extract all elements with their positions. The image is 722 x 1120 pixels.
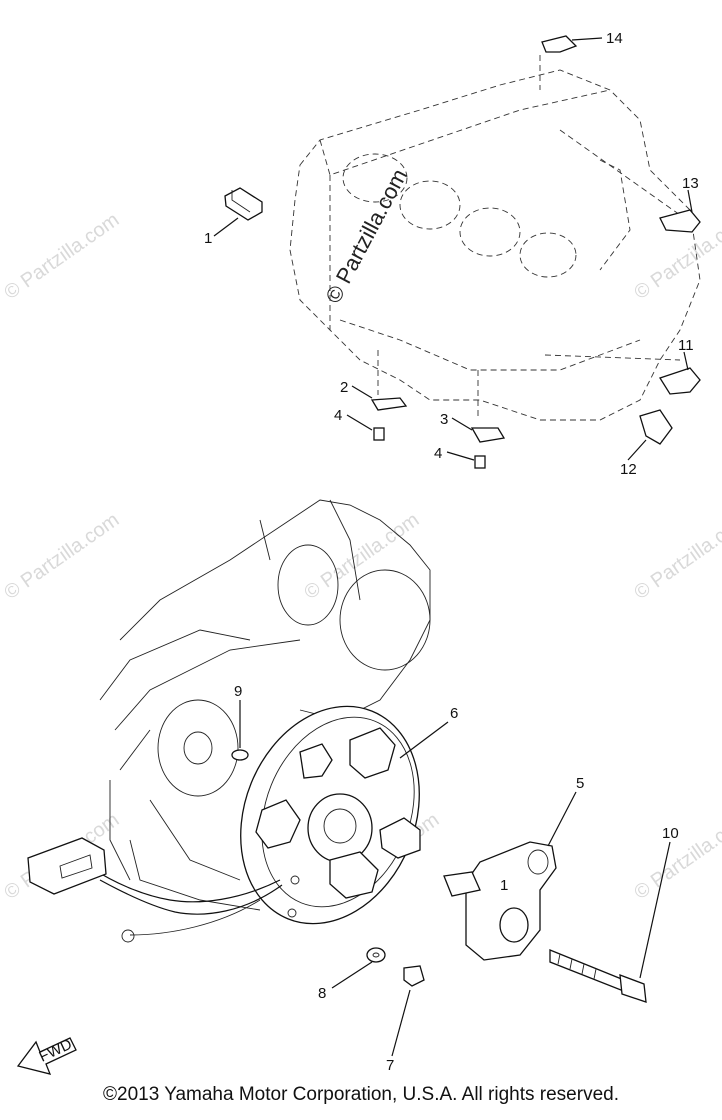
bolt-part-10 [549,949,647,1003]
callout-2: 2 [340,379,348,396]
callout-3: 3 [440,411,448,428]
screw-part-7 [403,965,425,987]
bracket-part-2 [370,397,408,411]
callout-13: 13 [682,175,699,192]
callout-4: 4 [334,407,342,424]
callout-9: 9 [234,683,242,700]
callout-numbers: 1 2 3 4 4 5 6 7 8 9 10 11 12 13 14 1 [204,30,699,1074]
clamp-part-13 [659,209,701,233]
callout-4b: 4 [434,445,442,462]
watermark-tile: © Partzilla.com [630,509,722,604]
callout-14: 14 [606,30,623,47]
washer-part-8 [366,947,386,963]
bolt-part-4b [474,455,486,469]
leader-lines-lower [239,700,671,1057]
watermark-tile: © Partzilla.com [300,509,423,604]
fwd-arrow-icon: FWD [16,1036,77,1075]
bracket-part-1 [224,187,263,221]
clamp-part-12 [639,409,673,445]
copyright-notice: ©2013 Yamaha Motor Corporation, U.S.A. A… [103,1084,619,1105]
clamp-part-11 [659,367,701,395]
bolt-part-4a [373,427,385,441]
callout-1: 1 [204,230,212,247]
center-watermark: © Partzilla.com [320,165,412,308]
subpart-label: 1 [500,877,508,894]
dowel-pin-part-9 [231,749,249,761]
watermark-tile: © Partzilla.com [0,209,123,304]
callout-10: 10 [662,825,679,842]
callout-11: 11 [678,337,694,354]
clip-part-14 [541,35,578,53]
callout-8: 8 [318,985,326,1002]
base-plate-part-5 [443,841,557,961]
callout-6: 6 [450,705,458,722]
stator-assembly-part-6 [240,705,421,925]
fwd-label: FWD [37,1036,75,1066]
coupler-connector [27,837,107,895]
leader-lines-upper [213,37,693,461]
callout-5: 5 [576,775,584,792]
bracket-part-3 [470,427,506,443]
engine-block-outline [289,55,701,421]
crankcase-cover-outline [99,499,431,911]
watermark-tile: © Partzilla.com [0,509,123,604]
watermark-tile: © Partzilla.com [630,809,722,904]
callout-12: 12 [620,461,637,478]
callout-7: 7 [386,1057,394,1074]
wire-harness [94,869,283,943]
